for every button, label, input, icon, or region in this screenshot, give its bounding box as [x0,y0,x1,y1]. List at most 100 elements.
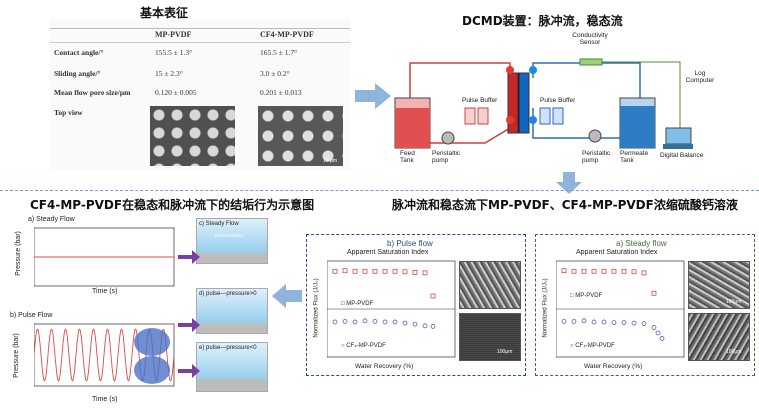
data-point [621,320,627,325]
panel-b-legend-bottom-text: CF₄-MP-PVDF [346,343,386,349]
sem-image-cf4-mp-pvdf [258,106,343,166]
plot-a-xlabel: Time (s) [92,288,118,295]
data-point [352,268,358,274]
data-point [332,268,338,274]
arrow-purple-1-icon [178,250,200,264]
panel-b-ylabel: Normalized Flux (J/J₀) [314,278,320,337]
cell-contact-angle-mp: 155.5 ± 1.3° [155,48,193,57]
data-point [372,268,378,274]
data-point [581,318,587,324]
schematic-d-label: d) pulse—pressure>0 [199,291,257,297]
data-point [412,269,418,275]
arrow-down-icon [556,172,582,194]
data-point [631,320,637,326]
col-header-cf4-mp-pvdf: CF4-MP-PVDF [260,30,314,39]
panel-b-plot [327,260,456,358]
cell-pore-size-cf4: 0.201 ± 0.013 [260,88,302,97]
panel-a-sem-bottom [688,313,750,361]
pulse-buffer-left-label: Pulse Buffer [462,97,498,104]
data-point [571,319,577,324]
peristaltic-pump-left-label: Peristaltic pump [432,150,461,164]
data-point [422,323,428,329]
plot-b-ylabel-text: Pressure (bar) [12,333,20,378]
data-point [581,268,587,274]
panel-steady-flow: a) Steady flow Apparent Saturation Index… [535,234,755,376]
data-point [601,319,607,325]
data-point [611,320,617,325]
data-point [422,270,428,276]
data-point [571,268,577,274]
dcmd-title: DCMD装置：脉冲流，稳态流 [462,14,623,28]
panel-b-legend-bottom: ○ CF₄-MP-PVDF [341,343,386,349]
panel-a-xlabel: Water Recovery (%) [584,363,643,370]
peristaltic-pump-right-label: Peristaltic pump [582,150,611,164]
characterization-table: MP-PVDF CF4-MP-PVDF Contact angle/° 155.… [50,20,350,170]
plot-a-title: a) Steady Flow [28,216,75,223]
data-point [430,293,436,299]
fouling-title: CF4-MP-PVDF在稳态和脉冲流下的结垢行为示意图 [30,198,315,212]
data-point [621,268,627,274]
log-computer-label: Log Computer [685,70,715,84]
arrow-right-icon [355,83,391,109]
plot-b-ylabel: Pressure (bar) [13,333,20,378]
data-point [352,319,358,325]
sem-image-mp-pvdf [150,106,235,166]
schematic-c-label: c) Steady Flow [199,221,239,227]
scale-bar-label: 10 μm [323,158,337,164]
data-point [392,319,398,325]
cell-sliding-angle-mp: 15 ± 2.3° [155,69,183,78]
schematic-d: d) pulse—pressure>0 [196,288,268,334]
data-point [659,336,665,341]
data-point [402,269,408,275]
plot-a [34,227,175,287]
panel-a-title: a) Steady flow [616,239,667,248]
panel-a-ylabel-text: Normalized Flux (J/J₀) [542,278,549,338]
data-point [655,330,661,336]
characterization-title: 基本表征 [140,6,189,20]
schematic-c: c) Steady Flow Mixed solution [196,218,268,264]
data-point [641,321,647,327]
panel-b-xlabel: Water Recovery (%) [355,363,414,370]
digital-balance-label: Digital Balance [660,152,704,159]
plot-b [34,323,175,387]
dcmd-diagram [394,58,693,149]
cell-contact-angle-cf4: 165.5 ± 1.7° [260,48,298,57]
data-point [561,268,567,274]
conductivity-sensor-label: Conductivity Sensor [572,32,608,46]
row-label-top-view: Top view [54,108,83,117]
panel-a-scale-bottom: 100μm [726,349,742,355]
panel-b-title: b) Pulse flow [387,239,433,248]
data-point [342,268,348,274]
plot-a-ylabel: Pressure (bar) [15,231,22,276]
col-header-mp-pvdf: MP-PVDF [155,30,192,39]
panel-a-plot [556,260,685,358]
panel-b-legend-top: □ MP-PVDF [341,301,374,307]
data-point [631,269,637,275]
panel-b-sem-top [459,261,521,309]
section-divider [0,190,759,191]
cell-pore-size-mp: 0.120 ± 0.005 [155,88,197,97]
data-point [651,325,657,330]
data-point [412,321,418,327]
row-label-contact-angle: Contact angle/° [54,48,104,57]
data-point [641,270,647,276]
data-point [382,319,388,325]
data-point [591,319,597,325]
data-point [611,268,617,274]
panel-a-legend-top: □ MP-PVDF [570,293,603,299]
arrow-purple-3-icon [178,364,200,378]
panel-a-sem-top [688,261,750,309]
data-point [342,319,348,324]
panel-a-legend-bottom: ○ CF₄-MP-PVDF [570,343,615,349]
feed-tank-label: Feed Tank [400,150,415,164]
schematic-small-label: Mixed solution [215,233,244,238]
panel-a-legend-bottom-text: CF₄-MP-PVDF [575,343,615,349]
data-point [601,268,607,274]
cell-sliding-angle-cf4: 3.0 ± 0.2° [260,69,290,78]
panel-b-legend-top-text: MP-PVDF [346,301,374,307]
plot-a-ylabel-text: Pressure (bar) [14,231,22,276]
data-point [561,319,567,324]
pulse-buffer-right-label: Pulse Buffer [540,97,576,104]
panel-a-legend-top-text: MP-PVDF [575,293,603,299]
data-point [591,268,597,274]
